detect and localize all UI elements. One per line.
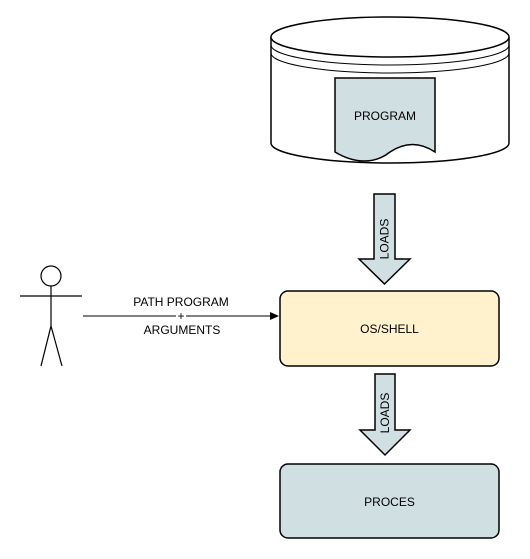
- os-shell-rect: [279, 290, 500, 367]
- loads-arrow-top[interactable]: LOADS: [357, 193, 412, 286]
- program-document[interactable]: PROGRAM: [334, 77, 436, 162]
- user-actor-icon[interactable]: [20, 265, 82, 367]
- program-document-shape: [334, 77, 436, 162]
- edge-label-line1: PATH PROGRAM: [133, 295, 229, 309]
- loads-arrow-bottom-label: LOADS: [378, 393, 392, 434]
- storage-cylinder-ring-1: [270, 44, 510, 66]
- loads-arrow-bottom-shape: [358, 373, 412, 457]
- loads-arrow-bottom[interactable]: LOADS: [358, 373, 412, 457]
- user-to-shell-edge[interactable]: PATH PROGRAM + ARGUMENTS: [83, 295, 279, 337]
- program-document-label: PROGRAM: [354, 109, 416, 123]
- edge-label-line2: +: [177, 309, 184, 323]
- user-actor-head: [40, 265, 62, 287]
- process-rect: [279, 463, 500, 539]
- loads-arrow-top-shape: [357, 193, 412, 286]
- loads-arrow-top-label: LOADS: [378, 219, 392, 260]
- user-actor-right-leg: [50, 325, 63, 367]
- os-shell-box[interactable]: OS/SHELL: [279, 290, 500, 367]
- edge-label-line3: ARGUMENTS: [144, 323, 221, 337]
- storage-cylinder-top: [270, 16, 510, 58]
- process-box[interactable]: PROCES: [279, 463, 500, 539]
- storage-cylinder-ring-2: [270, 52, 510, 74]
- user-actor-left-leg: [40, 325, 52, 367]
- user-to-shell-arrowhead: [270, 312, 279, 320]
- process-label: PROCES: [364, 495, 415, 509]
- edge-label-backdrop: [176, 310, 186, 322]
- os-shell-label: OS/SHELL: [360, 322, 419, 336]
